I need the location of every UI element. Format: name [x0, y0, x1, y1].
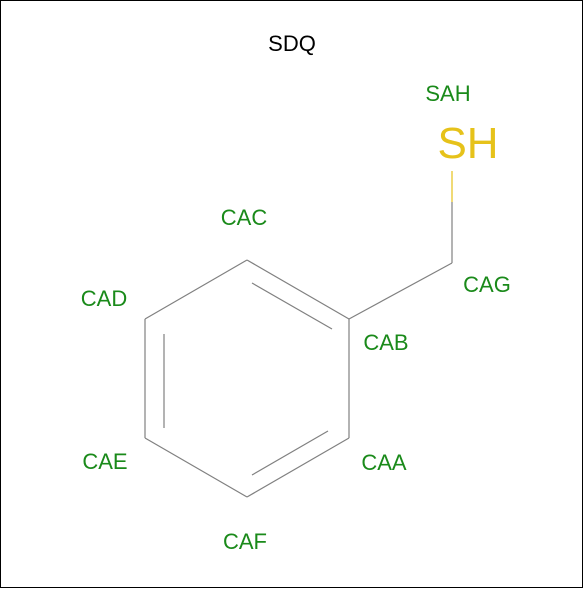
atom-label-CAG: CAG	[463, 272, 511, 297]
atom-label-CAE: CAE	[82, 449, 127, 474]
bond-CAD-CAC	[144, 259, 248, 320]
bond-CAB-CAG	[348, 262, 453, 320]
atom-label-CAB: CAB	[363, 330, 408, 355]
sulfur-symbol: SH	[437, 119, 498, 168]
bond-CAF-CAE	[144, 437, 248, 498]
atom-label-CAD: CAD	[81, 286, 127, 311]
bond-CAA-CAF	[246, 437, 350, 498]
atom-label-CAF: CAF	[223, 529, 267, 554]
bond-CAC-CAB	[246, 259, 350, 320]
aromatic-line-CAA-CAF	[251, 430, 329, 476]
atom-label-SAH: SAH	[425, 81, 470, 106]
molecule-title: SDQ	[268, 31, 316, 56]
atom-label-CAC: CAC	[221, 205, 268, 230]
bonds	[144, 171, 453, 498]
aromatic-line-CAC-CAB	[251, 282, 333, 330]
atom-label-CAA: CAA	[361, 450, 407, 475]
